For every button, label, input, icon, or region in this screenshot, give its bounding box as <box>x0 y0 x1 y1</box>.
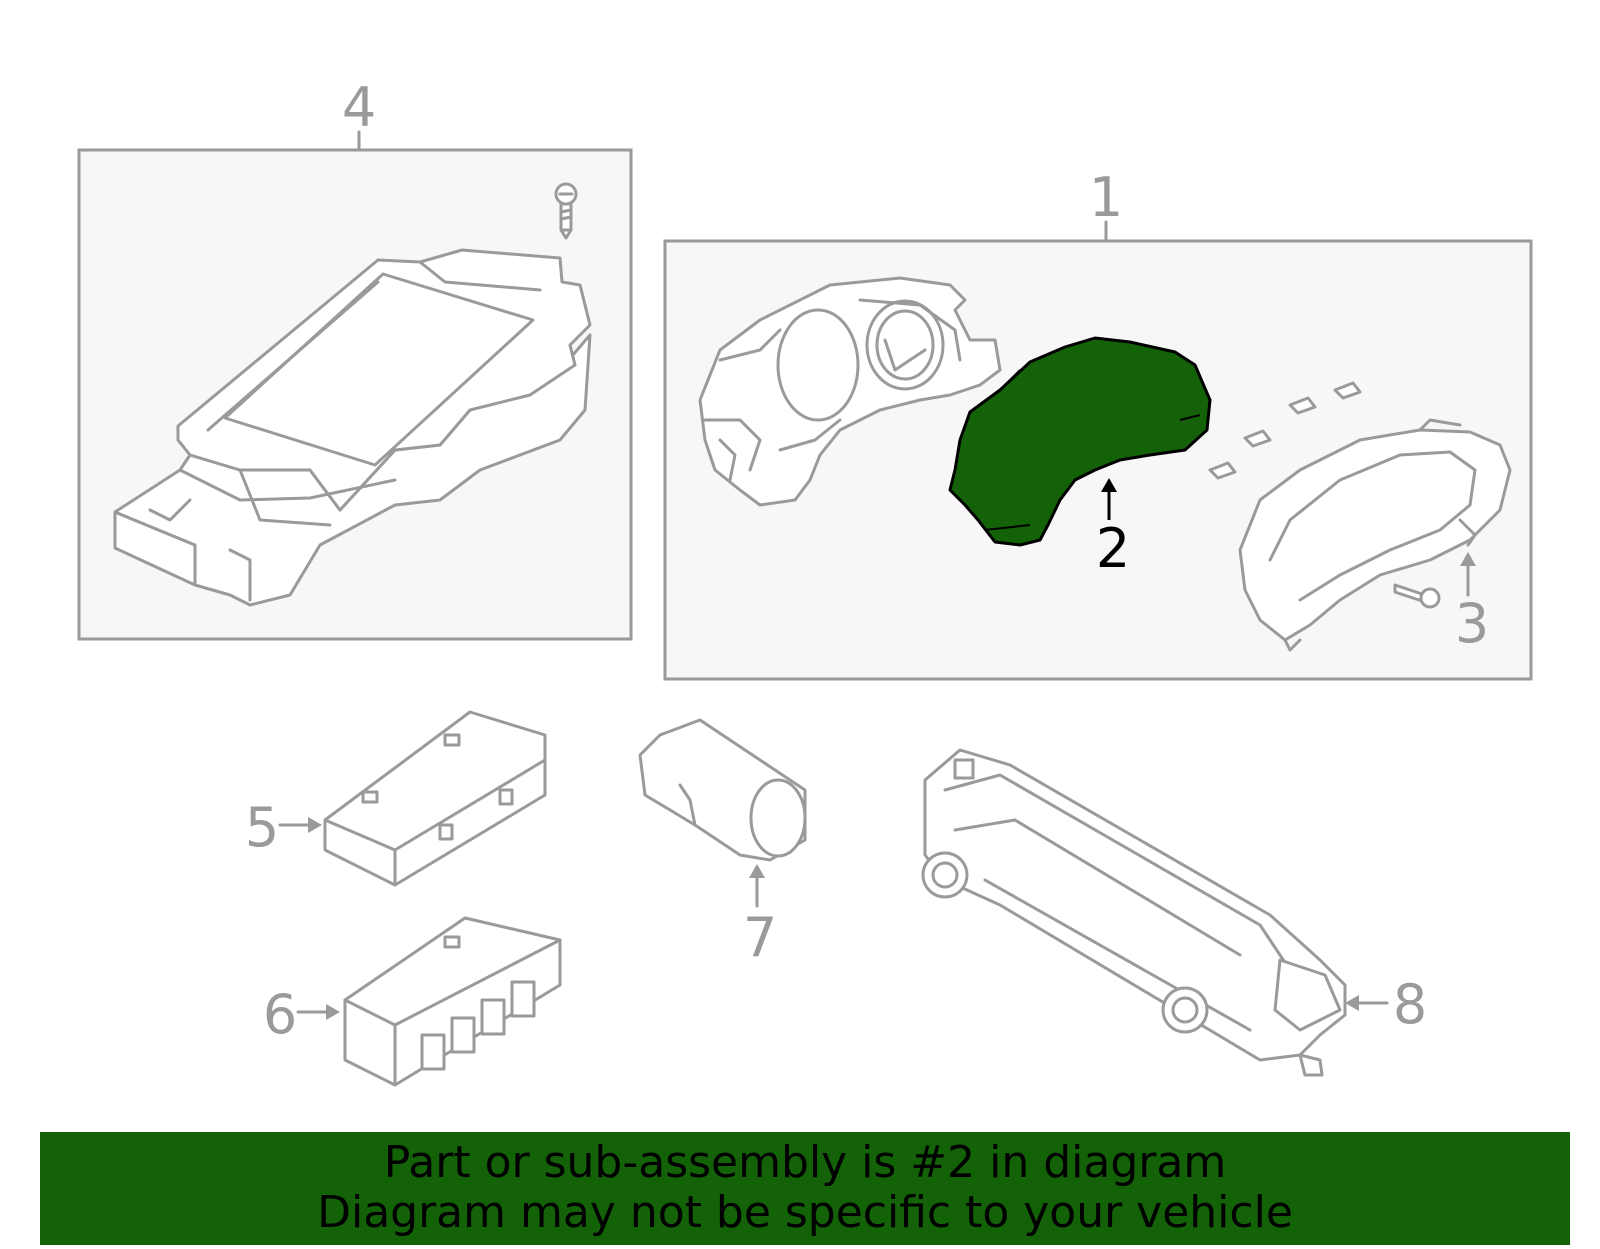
cluster-case-part-3 <box>1238 418 1512 652</box>
clips <box>1208 381 1362 480</box>
info-banner: Part or sub-assembly is #2 in diagram Di… <box>40 1132 1570 1245</box>
callout-3[interactable]: 3 <box>1455 592 1489 655</box>
callout-5[interactable]: 5 <box>245 796 279 859</box>
callout-7-arrow: 7 <box>743 864 777 969</box>
switch-part-5 <box>323 710 547 887</box>
callout-5-arrow: 5 <box>245 796 322 859</box>
callout-2-arrow: 2 <box>1096 478 1130 580</box>
callout-2[interactable]: 2 <box>1096 517 1130 580</box>
screw-3 <box>1393 583 1441 609</box>
cluster-housing <box>698 276 1002 507</box>
callout-1[interactable]: 1 <box>1089 166 1123 229</box>
callout-6-arrow: 6 <box>263 983 340 1046</box>
climate-control-part-8 <box>921 748 1347 1077</box>
callout-4[interactable]: 4 <box>342 76 376 139</box>
callout-8-arrow: 8 <box>1345 973 1427 1036</box>
callout-8[interactable]: 8 <box>1393 973 1427 1036</box>
switch-part-7 <box>638 718 807 862</box>
screw-4 <box>554 182 578 240</box>
callout-7[interactable]: 7 <box>743 906 777 969</box>
banner-line-2: Diagram may not be specific to your vehi… <box>317 1187 1293 1238</box>
callout-3-arrow: 3 <box>1455 552 1489 655</box>
callout-6[interactable]: 6 <box>263 983 297 1046</box>
banner-line-1: Part or sub-assembly is #2 in diagram <box>383 1137 1227 1188</box>
display-unit-part-4 <box>113 248 592 607</box>
switch-part-6 <box>343 916 562 1087</box>
lens-part-2[interactable] <box>948 336 1212 547</box>
